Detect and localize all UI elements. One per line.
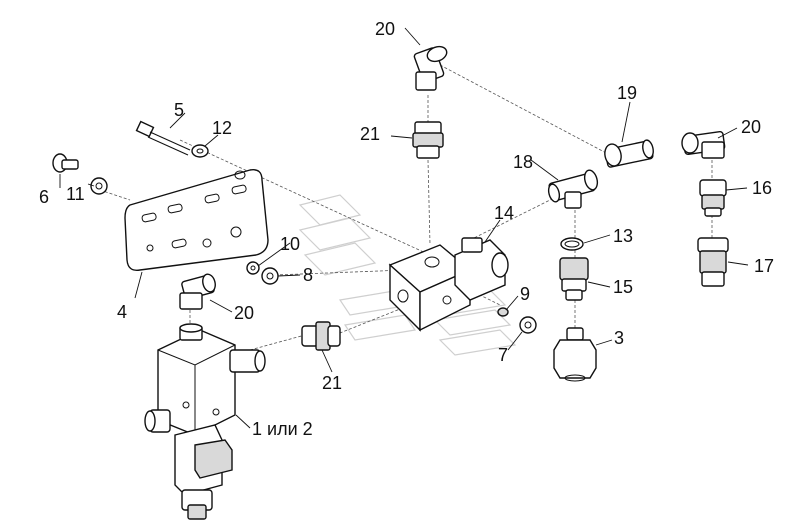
label-12: 12 [212, 118, 232, 138]
part-3-sensor [553, 327, 597, 382]
part-20-right-elbow [681, 130, 726, 159]
label-7: 7 [498, 345, 508, 365]
label-8: 8 [303, 265, 313, 285]
label-17: 17 [754, 256, 774, 276]
label-16: 16 [752, 178, 772, 198]
part-1-directional-valve [144, 323, 266, 520]
part-18-tee [547, 169, 599, 209]
label-14: 14 [494, 203, 514, 223]
label-19: 19 [617, 83, 637, 103]
part-19-tee [604, 139, 654, 168]
part-17-coupling [697, 237, 729, 287]
part-8-nut [261, 267, 279, 285]
callout-labels: 20 5 12 6 11 4 10 8 21 14 18 19 20 16 17… [39, 19, 774, 439]
part-11-washer [90, 177, 108, 195]
label-10: 10 [280, 234, 300, 254]
label-9: 9 [520, 284, 530, 304]
label-21-lower: 21 [322, 373, 342, 393]
part-20-lower-elbow [179, 273, 216, 310]
part-21-upper-nipple [412, 121, 444, 159]
part-7-nut [519, 316, 537, 334]
part-9-washer [497, 307, 509, 317]
label-3: 3 [614, 328, 624, 348]
label-20-lower: 20 [234, 303, 254, 323]
part-12-washer [191, 144, 209, 158]
label-13: 13 [613, 226, 633, 246]
part-16-fitting [699, 179, 727, 217]
leader-lines [59, 27, 749, 429]
part-10-washer [246, 261, 260, 275]
label-6: 6 [39, 187, 49, 207]
part-5-bolt [135, 120, 191, 156]
label-21-top: 21 [360, 124, 380, 144]
part-14-valve-block [388, 237, 509, 332]
label-5: 5 [174, 100, 184, 120]
label-20-top: 20 [375, 19, 395, 39]
assembly-lines [99, 64, 713, 351]
part-4-plate [124, 169, 269, 271]
label-15: 15 [613, 277, 633, 297]
part-21-lower-nipple [301, 321, 341, 351]
part-13-oring [560, 237, 584, 251]
part-15-adapter [559, 257, 589, 301]
part-20-top-elbow [413, 45, 448, 91]
part-6-pin [52, 153, 79, 173]
label-1-or-2: 1 или 2 [252, 419, 313, 439]
label-18: 18 [513, 152, 533, 172]
label-4: 4 [117, 302, 127, 322]
label-11: 11 [66, 184, 85, 204]
label-20-right: 20 [741, 117, 761, 137]
